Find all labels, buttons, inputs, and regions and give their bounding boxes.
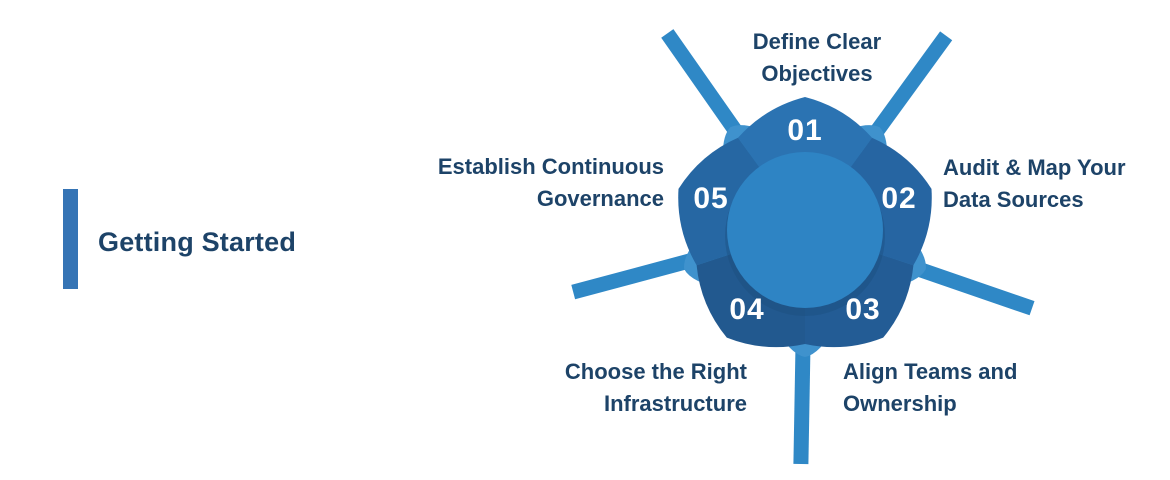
step-label-choose-right-infrastructure: Choose the Right Infrastructure [487, 356, 747, 420]
step-label-align-teams-ownership: Align Teams and Ownership [843, 356, 1073, 420]
step-label-line: Governance [536, 186, 664, 211]
center-circle [727, 152, 883, 308]
step-label-line: Objectives [761, 61, 873, 86]
step-number-04: 04 [729, 293, 765, 326]
step-label-line: Choose the Right [564, 359, 747, 384]
page-title: Getting Started [98, 227, 297, 257]
step-label-audit-map-data-sources: Audit & Map Your Data Sources [943, 152, 1170, 216]
step-label-line: Establish Continuous [437, 154, 664, 179]
step-label-line: Infrastructure [603, 391, 747, 416]
step-label-establish-continuous-governance: Establish Continuous Governance [404, 151, 664, 215]
step-number-01: 01 [787, 114, 823, 147]
step-number-03: 03 [845, 293, 881, 326]
step-number-05: 05 [693, 182, 729, 215]
step-label-line: Ownership [843, 391, 957, 416]
step-label-line: Align Teams and [843, 359, 1018, 384]
step-label-line: Define Clear [752, 29, 882, 54]
accent-bar [63, 189, 78, 289]
step-label-line: Data Sources [943, 187, 1084, 212]
step-label-define-clear-objectives: Define Clear Objectives [697, 26, 937, 90]
step-number-02: 02 [881, 182, 917, 215]
step-label-line: Audit & Map Your [943, 155, 1126, 180]
